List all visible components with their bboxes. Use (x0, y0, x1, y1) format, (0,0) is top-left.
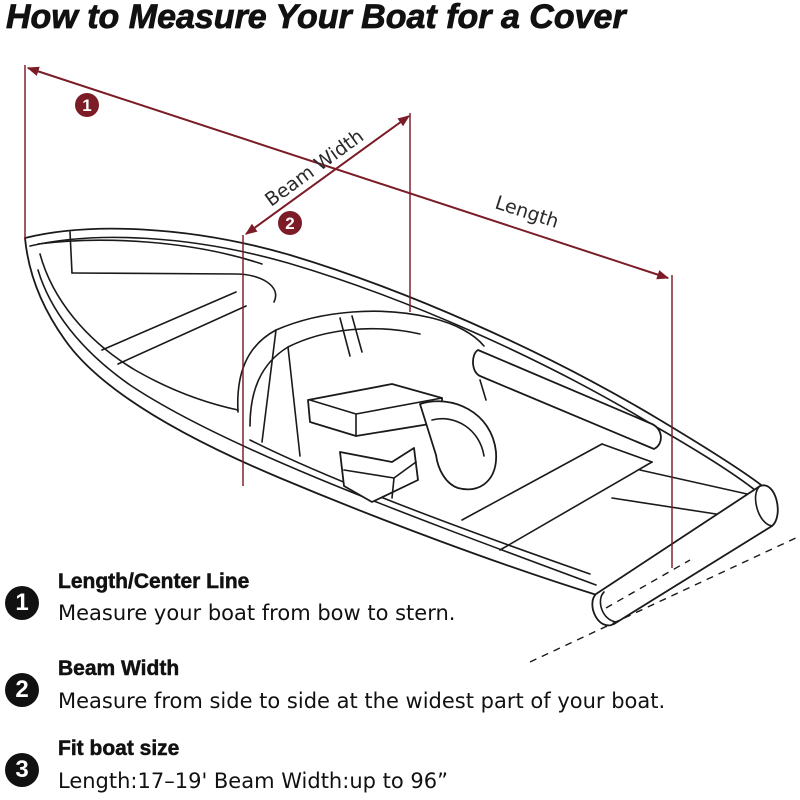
beam-width-measure-line (245, 115, 410, 235)
length-marker-circle (75, 93, 99, 117)
near-side-deck-line (249, 439, 591, 575)
dash-detail (479, 379, 487, 401)
driver-seat-back (419, 400, 497, 491)
step-1-heading: Length/Center Line (58, 570, 250, 594)
windshield-pillar-inner (287, 346, 301, 457)
sundeck-line-upper (639, 469, 757, 497)
beam-width-marker-number: 2 (285, 214, 294, 233)
length-marker-number: 1 (82, 96, 91, 115)
center-line-dashed (605, 559, 691, 609)
step-2-heading: Beam Width (58, 657, 180, 681)
bow-seat-front (101, 291, 237, 351)
rear-side-cushion (472, 349, 662, 450)
rear-bench-side (601, 443, 653, 463)
boat-drawing (24, 227, 800, 663)
windshield-walkthrough (339, 315, 363, 357)
rear-bench-front (461, 443, 603, 521)
stern-platform-ring (599, 591, 617, 623)
step-1-text: Measure your boat from bow to stern. (58, 601, 456, 625)
page-title: How to Measure Your Boat for a Cover (6, 0, 626, 36)
stern-platform-end (754, 485, 773, 527)
passenger-seat-edges (343, 461, 417, 499)
step-1-number-badge: 1 (5, 586, 39, 620)
console-cushion-edges (309, 397, 443, 437)
beam-width-label: Beam Width (261, 125, 368, 211)
windshield-pillar (261, 329, 277, 443)
beam-width-marker: 2 (278, 211, 302, 235)
driver-seat-inner (431, 417, 485, 457)
length-marker: 1 (75, 93, 99, 117)
step-3-number-badge: 3 (5, 753, 39, 787)
hull-chine-line (37, 269, 597, 586)
length-label: Length (492, 192, 561, 233)
bow-cockpit-rim (39, 253, 239, 411)
rear-bench-back (499, 461, 653, 551)
step-3-heading: Fit boat size (58, 737, 180, 761)
step-2-number-badge: 2 (5, 673, 39, 707)
ground-line-dashed (529, 535, 800, 663)
bow-seat-base (117, 305, 247, 365)
beam-width-marker-circle (278, 211, 302, 235)
step-3-text: Length:17–19' Beam Width:up to 96” (58, 769, 448, 793)
windshield-outer (236, 310, 485, 413)
step-2-text: Measure from side to side at the widest … (58, 689, 666, 713)
